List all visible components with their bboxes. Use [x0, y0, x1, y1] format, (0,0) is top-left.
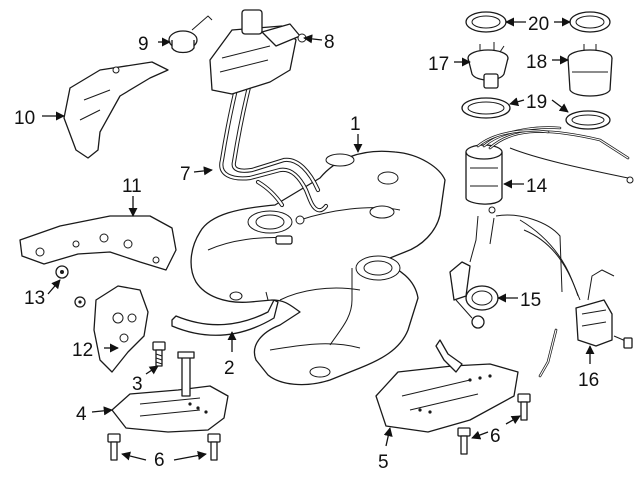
callout-7: 7: [180, 164, 191, 185]
callout-17: 17: [428, 54, 449, 75]
callout-16: 16: [578, 370, 599, 391]
callout-5: 5: [378, 452, 389, 473]
callout-10: 10: [14, 108, 35, 129]
callout-18: 18: [526, 52, 547, 73]
callout-20: 20: [528, 14, 549, 35]
lock-ring-20: [465, 11, 611, 33]
callout-numbers: 1 2 3 4 5 6 6 7 8 9 10 11 12 13 14 15 16…: [14, 14, 599, 473]
heat-shield-bracket: [93, 285, 149, 373]
bolt-6-right: [457, 393, 531, 455]
skid-plate-left: [111, 351, 229, 433]
callout-2: 2: [224, 358, 235, 379]
callout-13: 13: [24, 288, 45, 309]
fuel-level-sender: [449, 215, 499, 329]
fuel-pump-left: [467, 42, 509, 89]
callout-6-right: 6: [490, 426, 501, 447]
bolt-3: [152, 341, 166, 367]
callout-19: 19: [526, 92, 547, 113]
callout-8: 8: [324, 32, 335, 53]
skid-plate-right: [375, 339, 519, 433]
fuel-pump-with-harness: [495, 214, 633, 378]
callout-1: 1: [350, 114, 361, 135]
heat-shield-lower: [19, 215, 177, 271]
tank-strap: [171, 291, 279, 336]
fuel-tank: [190, 150, 446, 386]
fuel-pump-module: [465, 126, 634, 214]
leader-lines: [42, 17, 595, 461]
fuel-pump-right: [567, 44, 613, 97]
callout-12: 12: [72, 340, 93, 361]
callout-11: 11: [122, 176, 142, 197]
callout-15: 15: [520, 290, 541, 311]
callout-4: 4: [76, 404, 87, 425]
bolt-6-mid: [207, 433, 221, 461]
filler-neck-canister: [209, 9, 307, 95]
callout-14: 14: [526, 176, 548, 197]
callout-6-left: 6: [154, 450, 165, 471]
bolt-6-left: [107, 433, 121, 461]
seal-ring-19: [461, 97, 611, 130]
heat-shield-upper: [63, 61, 169, 159]
callout-9: 9: [138, 34, 149, 55]
pressure-sensor: [168, 15, 213, 54]
callout-3: 3: [132, 374, 143, 395]
grommet: [55, 265, 86, 308]
